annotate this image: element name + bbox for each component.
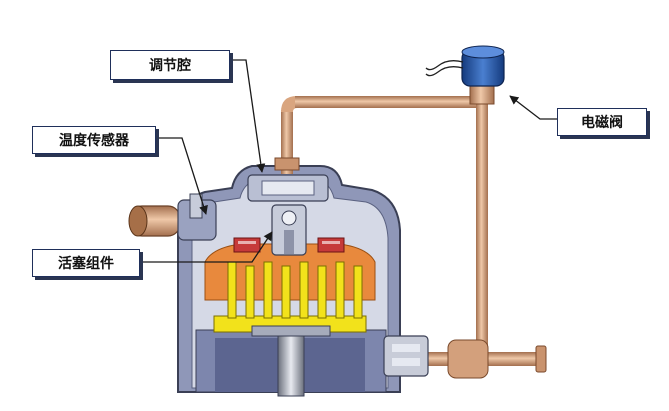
leader-lines bbox=[138, 59, 557, 263]
bypass-pipe bbox=[274, 96, 547, 379]
label-piston-assembly: 活塞组件 bbox=[32, 249, 140, 277]
label-temperature-sensor: 温度传感器 bbox=[32, 126, 156, 154]
side-fitting bbox=[383, 335, 429, 377]
piston-seals bbox=[233, 237, 345, 253]
label-solenoid-valve: 电磁阀 bbox=[557, 108, 647, 136]
regulating-chamber bbox=[247, 174, 329, 202]
piston-assembly bbox=[271, 204, 307, 256]
temperature-sensor-icon bbox=[128, 193, 217, 241]
crankshaft bbox=[251, 325, 331, 397]
label-regulating-chamber: 调节腔 bbox=[110, 50, 230, 80]
solenoid-valve-icon bbox=[425, 45, 505, 105]
